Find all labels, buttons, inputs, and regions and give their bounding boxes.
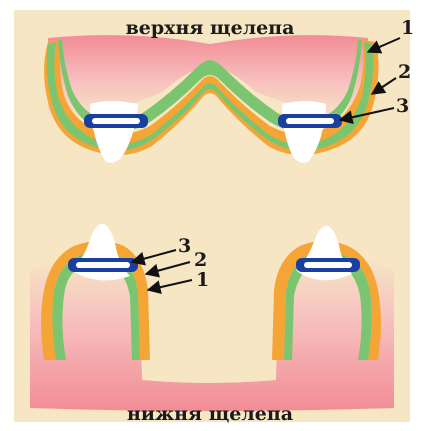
lower-callout-label-3: 3 <box>178 235 191 257</box>
upper-left-clasp-highlight <box>92 118 140 124</box>
upper-jaw-caption: верхня щелепа <box>126 17 295 39</box>
lower-left-clasp-highlight <box>76 262 130 268</box>
upper-callout-label-3: 3 <box>396 95 409 117</box>
upper-right-clasp-highlight <box>286 118 334 124</box>
lower-jaw-caption: нижня щелепа <box>127 403 293 425</box>
lower-right-clasp-highlight <box>304 262 352 268</box>
upper-callout-label-2: 2 <box>398 61 411 83</box>
upper-callout-label-1: 1 <box>401 17 414 39</box>
lower-callout-label-2: 2 <box>194 249 207 271</box>
lower-callout-label-1: 1 <box>196 269 209 291</box>
